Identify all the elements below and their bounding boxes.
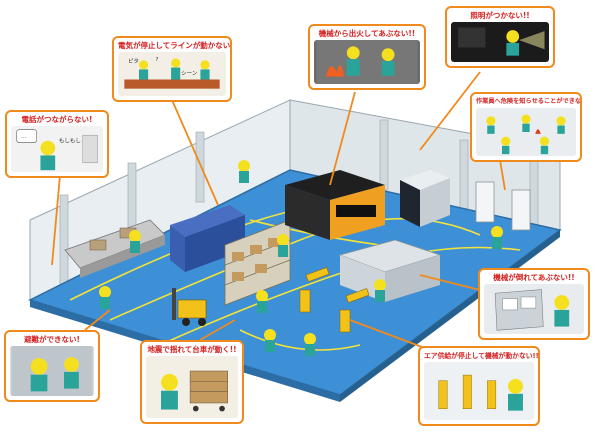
workers — [99, 160, 503, 356]
callout-title: 地震で揺れて台車が動く!! — [147, 345, 237, 354]
callout-air-supply: エア供給が停止して機械が動かない!! — [418, 346, 540, 426]
callout-title: 機械が倒れてあぶない!! — [493, 273, 575, 282]
callout-illustration — [451, 22, 549, 62]
cnc-machine — [285, 170, 385, 240]
callout-title: エア供給が停止して機械が動かない!! — [424, 352, 539, 360]
puzzled-mark: ? — [156, 57, 159, 63]
callout-illustration: … もしもし — [11, 126, 103, 172]
callout-illustration — [424, 362, 534, 420]
lathe-machine — [338, 239, 442, 302]
callout-title: 機械から出火してあぶない!! — [318, 29, 416, 38]
callout-illustration — [146, 356, 238, 418]
silence-sound: シーン — [181, 71, 198, 77]
callout-power-outage: 電気が停止してラインが動かない! ? シーン ピタ — [112, 36, 232, 102]
conveyor-line — [64, 219, 166, 278]
control-cabinet — [400, 170, 450, 227]
callout-illustration — [484, 284, 584, 334]
dots-bubble: … — [21, 134, 27, 140]
callout-title: 電話がつながらない! — [21, 115, 93, 124]
callout-title: 電気が停止してラインが動かない! — [118, 41, 232, 50]
callout-title: 作業員へ危険を知らせることができない!! — [476, 98, 582, 105]
callout-illustration — [10, 346, 94, 396]
callout-pointers — [51, 71, 506, 351]
callout-illustration — [476, 108, 576, 156]
robot-arm — [299, 267, 370, 333]
storage-rack — [224, 219, 291, 306]
callout-title: 照明がつかない!! — [470, 11, 530, 20]
callout-machine-falling: 機械が倒れてあぶない!! — [478, 268, 590, 340]
wrapping-machine — [170, 205, 245, 272]
callout-lights-out: 照明がつかない!! — [445, 6, 555, 68]
air-conditioners — [475, 181, 531, 231]
callout-alert-workers: 作業員へ危険を知らせることができない!! — [470, 92, 582, 162]
callout-title: 避難ができない! — [24, 335, 80, 344]
flicker-sound: ピタ — [128, 57, 139, 65]
callout-illustration — [314, 40, 420, 84]
callout-machine-fire: 機械から出火してあぶない!! — [308, 24, 426, 90]
callout-illustration: ? シーン ピタ — [118, 52, 226, 96]
forklift — [172, 288, 207, 326]
callout-cart-moving: 地震で揺れて台車が動く!! — [140, 340, 244, 424]
callout-evacuation: 避難ができない! — [4, 330, 100, 402]
phone-call-text: もしもし — [59, 138, 81, 145]
callout-phone-down: 電話がつながらない! … もしもし — [5, 110, 109, 178]
